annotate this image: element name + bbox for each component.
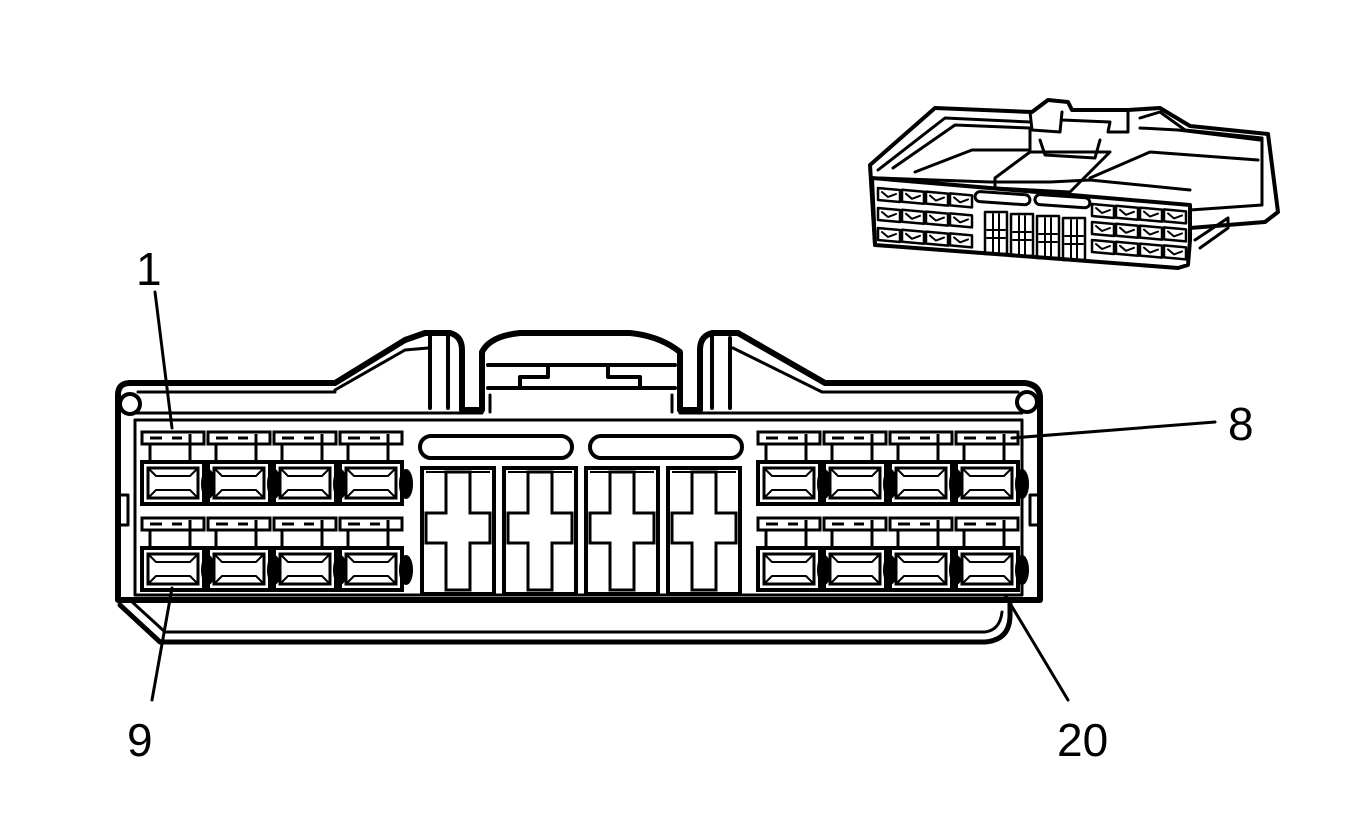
center-slot-right [588,434,744,460]
iso-cavity-right-2-2 [1114,222,1140,240]
iso-cavity-center-4 [1061,216,1087,262]
center-slot-left [418,434,574,460]
iso-cavity-right-1-3 [1138,206,1164,223]
cavity-right-bottom-4 [954,516,1029,592]
pin-callouts: 1 8 9 20 [127,243,1254,766]
cavity-group-right-bottom [756,516,1029,592]
iso-side-ridge [1193,216,1230,250]
connector-housing [115,330,1043,603]
cavity-center-4 [666,466,742,596]
cavity-group-right-top [756,430,1029,506]
pin-label-1: 1 [136,243,162,295]
right-mount-hole [1015,390,1039,414]
iso-slot-left [973,190,1032,207]
iso-cavity-right-3-4 [1162,244,1188,261]
iso-cavity-left-1-3 [924,190,950,207]
left-ramp [333,346,430,392]
iso-cavity-left-1-2 [900,188,926,206]
iso-cavity-center-3 [1035,214,1061,260]
iso-cavity-left-3-1 [876,226,902,244]
right-side-notch [1028,493,1042,527]
left-ear-tab [428,331,450,410]
cavity-right-top-4 [954,430,1029,506]
iso-right-arm [1088,110,1264,212]
iso-left-arm [891,123,1032,174]
cavity-right-bottom-1 [756,516,831,592]
connector-top-rail [133,411,1024,422]
iso-cavity-left-3-2 [900,228,926,246]
iso-cavity-right-1-1 [1090,202,1116,220]
cavity-right-top-3 [888,430,963,506]
cavity-right-top-2 [822,430,897,506]
iso-cavity-right-3-3 [1138,242,1164,259]
iso-top-inner [876,116,1262,192]
iso-cavity-left-1-1 [876,186,902,204]
cavity-center-3 [584,466,660,596]
latch [486,363,677,390]
iso-cavity-center-2 [1009,212,1035,258]
cavity-group-center [420,466,742,596]
cavity-right-bottom-2 [822,516,897,592]
cavity-left-top-3 [272,430,347,506]
leader-pin-1 [153,290,174,430]
cavity-center-2 [502,466,578,596]
iso-cavity-right-2-1 [1090,220,1116,238]
iso-cavity-right-3-2 [1114,240,1140,258]
iso-face-edge [870,176,1192,247]
connector-base-inner [128,598,1004,634]
connector-face-view [115,330,1043,645]
connector-isometric-view [868,98,1280,270]
cavity-group-left-top [140,430,413,506]
pin-label-8: 8 [1228,398,1254,450]
iso-cavities [876,186,1188,262]
leader-pin-8 [1010,420,1217,440]
iso-cavity-left-3-4 [948,232,974,249]
iso-slot-right [1033,193,1092,210]
iso-latch [993,108,1130,194]
iso-cavity-left-1-4 [948,192,974,209]
cavity-left-bottom-4 [338,516,413,592]
cavity-left-bottom-2 [206,516,281,592]
iso-cavity-right-2-3 [1138,224,1164,241]
iso-cavity-center-1 [983,210,1009,256]
cavity-left-top-2 [206,430,281,506]
right-ramp [731,346,1020,394]
cavity-left-top-4 [338,430,413,506]
cavity-group-left-bottom [140,516,413,592]
iso-top-surface [868,98,1280,270]
latch-foot [488,393,674,414]
connector-base [117,597,1013,645]
leader-pin-9 [150,586,174,702]
cavity-left-bottom-3 [272,516,347,592]
iso-cavity-left-3-3 [924,230,950,247]
left-mount-hole [118,392,142,416]
iso-cavity-right-2-4 [1162,226,1188,243]
iso-cavity-right-1-4 [1162,208,1188,225]
iso-cavity-right-3-1 [1090,238,1116,256]
pin-label-9: 9 [127,714,153,766]
cavity-right-bottom-3 [888,516,963,592]
iso-cavity-left-2-4 [948,212,974,229]
cavity-center-1 [420,466,496,596]
pin-label-20: 20 [1057,714,1108,766]
cavity-left-bottom-1 [140,516,215,592]
iso-cavity-left-2-2 [900,208,926,226]
iso-cavity-right-1-2 [1114,204,1140,222]
iso-cavity-left-2-1 [876,206,902,224]
cavity-right-top-1 [756,430,831,506]
leader-pin-20 [1003,593,1070,702]
iso-cavity-left-2-3 [924,210,950,227]
cavity-left-top-1 [140,430,215,506]
left-side-notch [116,493,130,527]
right-ear-tab [710,334,732,410]
